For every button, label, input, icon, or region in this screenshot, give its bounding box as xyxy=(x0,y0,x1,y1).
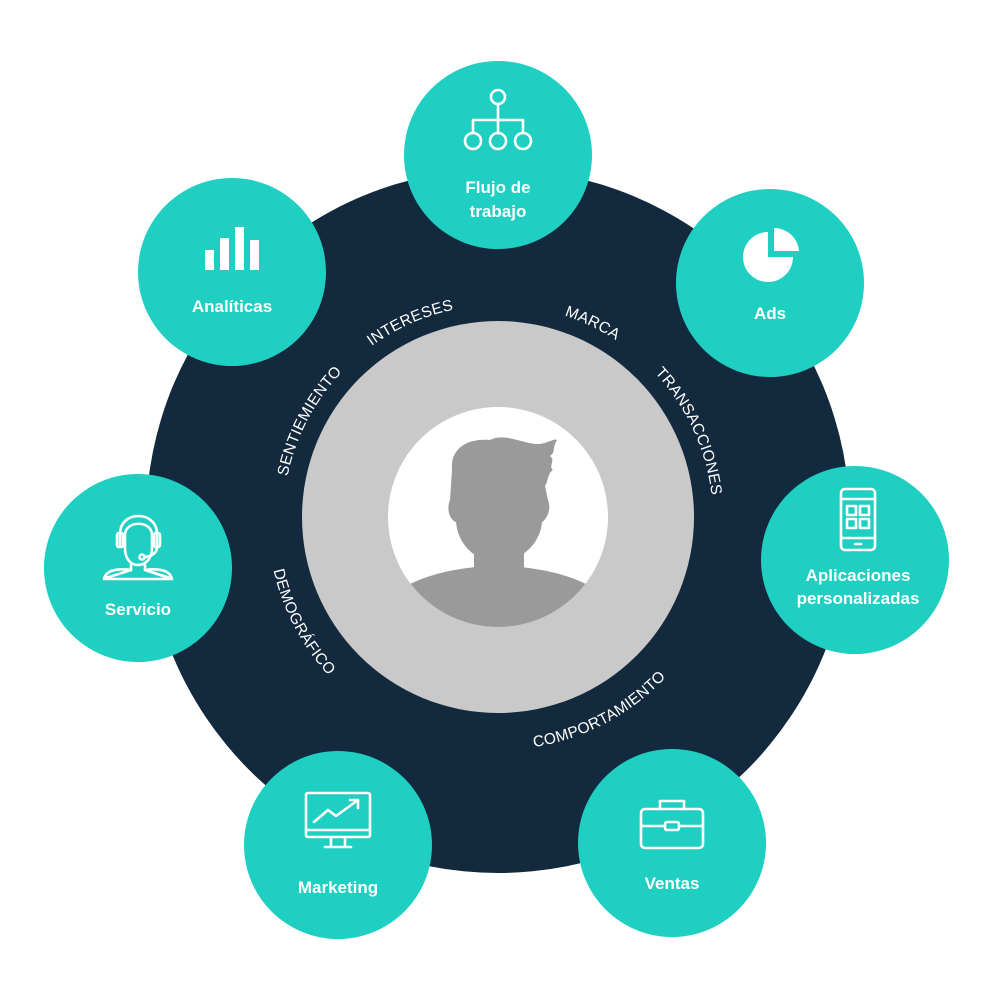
node-label: Marketing xyxy=(298,878,378,897)
avatar-silhouette-icon xyxy=(388,437,608,627)
node-marketing[interactable]: Marketing xyxy=(244,751,432,939)
node-label: trabajo xyxy=(470,202,527,221)
pie-chart-icon xyxy=(743,227,799,282)
node-servicio[interactable]: Servicio xyxy=(44,474,232,662)
node-label: Aplicaciones xyxy=(806,566,911,585)
org-chart-icon xyxy=(463,88,533,151)
node-aplicaciones-personalizadas[interactable]: Aplicaciones personalizadas xyxy=(761,466,949,654)
node-flujo-de-trabajo[interactable]: Flujo de trabajo xyxy=(404,61,592,249)
node-ads[interactable]: Ads xyxy=(676,189,864,377)
bar-chart-icon xyxy=(205,227,259,270)
smartphone-apps-icon xyxy=(839,487,877,552)
briefcase-icon xyxy=(639,799,705,850)
node-label: personalizadas xyxy=(797,589,920,608)
headset-agent-icon xyxy=(102,514,174,581)
node-label: Flujo de xyxy=(465,178,530,197)
node-label: Analíticas xyxy=(192,297,272,316)
node-label: Ads xyxy=(754,304,786,323)
node-label: Ventas xyxy=(645,874,700,893)
node-ventas[interactable]: Ventas xyxy=(578,749,766,937)
monitor-trend-icon xyxy=(304,791,372,849)
node-label: Servicio xyxy=(105,600,171,619)
node-analiticas[interactable]: Analíticas xyxy=(138,178,326,366)
